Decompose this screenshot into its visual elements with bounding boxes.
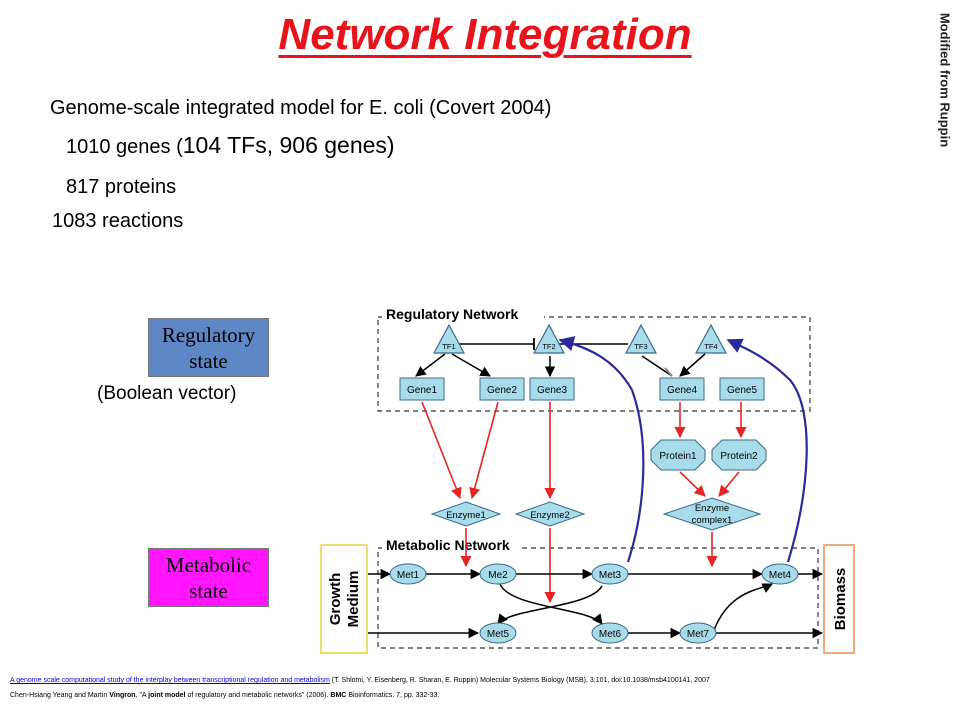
gene2-label: Gene2 xyxy=(487,385,517,396)
metabolic-state-box: Metabolic state xyxy=(148,548,269,607)
genes-count: 1010 genes ( xyxy=(66,136,183,158)
reactions-line: 1083 reactions xyxy=(52,210,184,232)
reference-2-title-bold: joint model xyxy=(148,692,186,699)
reference-2: Chen-Hsiang Yeang and Martin Vingron, "A… xyxy=(10,692,439,699)
metabolic-network-frame xyxy=(377,547,819,649)
gene1-label: Gene1 xyxy=(407,385,437,396)
tf3-gene4-line xyxy=(641,355,673,377)
attribution-note: Modified from Ruppin xyxy=(937,12,953,148)
enzyme1-label: Enzyme1 xyxy=(446,510,486,521)
gene1-box: Gene1 xyxy=(399,377,445,401)
tf1-label: TF1 xyxy=(442,342,455,351)
met3-met5-arrow xyxy=(497,585,603,625)
genes-line: 1010 genes (104 TFs, 906 genes) xyxy=(66,132,395,159)
met4-node: Met4 xyxy=(761,563,799,585)
biomass-box xyxy=(823,544,855,654)
tf4-icon: TF4 xyxy=(694,323,728,354)
tf2-icon: TF2 xyxy=(532,323,566,354)
regulatory-label-bg xyxy=(382,304,544,324)
reference-1: A genome scale computational study of th… xyxy=(10,677,710,684)
reference-2-author-bold: Vingron xyxy=(109,692,136,699)
met6-node: Met6 xyxy=(591,622,629,644)
metabolic-network-label: Metabolic Network xyxy=(386,537,510,553)
gene5-label: Gene5 xyxy=(727,385,757,396)
met4-label: Met4 xyxy=(769,570,792,581)
tf1-gene2-arrow xyxy=(451,353,491,377)
tf1-gene1-arrow xyxy=(415,353,446,377)
network-diagram: Regulatory Network Metabolic Network Gro… xyxy=(320,304,855,654)
reference-2-part-g: Bioinformatics. 7, pp. 332-33. xyxy=(346,692,440,699)
tf3-gene4-inhibit xyxy=(664,367,673,377)
reference-2-part-c: , "A xyxy=(135,692,149,699)
me2-node: Me2 xyxy=(479,563,517,585)
metabolic-label-bg xyxy=(382,535,522,555)
growth-medium-line1: Growth xyxy=(327,573,344,626)
complex-label-line1: Enzyme xyxy=(695,503,729,514)
me2-label: Me2 xyxy=(488,570,508,581)
met1-node: Met1 xyxy=(389,563,427,585)
gene2-enzyme1-arrow xyxy=(469,401,499,500)
reference-1-details: (T. Shlomi, Y. Eisenberg, R. Sharan, E. … xyxy=(329,677,710,684)
gene4-label: Gene4 xyxy=(667,385,697,396)
regulatory-network-frame xyxy=(377,316,811,412)
gene2-box: Gene2 xyxy=(479,377,525,401)
biomass-label: Biomass xyxy=(832,568,849,631)
gene5-box: Gene5 xyxy=(719,377,765,401)
regulatory-state-line2: state xyxy=(189,349,228,373)
protein2-octagon: Protein2 xyxy=(711,439,767,471)
metabolic-state-line2: state xyxy=(189,579,228,603)
tf1-icon: TF1 xyxy=(432,323,466,354)
growth-medium-box xyxy=(320,544,368,654)
met4-tf4-feedback-arrow xyxy=(726,338,808,563)
reference-2-authors: Chen-Hsiang Yeang and Martin xyxy=(10,692,110,699)
regulatory-state-line1: Regulatory xyxy=(161,323,256,347)
enzyme1-diamond: Enzyme1 xyxy=(430,501,502,527)
regulatory-network-label: Regulatory Network xyxy=(386,306,518,322)
reference-2-journal-bold: BMC xyxy=(330,692,347,699)
gene3-label: Gene3 xyxy=(537,385,567,396)
protein1-label: Protein1 xyxy=(659,451,697,462)
protein2-complex-arrow xyxy=(718,471,740,497)
gene4-box: Gene4 xyxy=(659,377,705,401)
tf4-label: TF4 xyxy=(704,342,717,351)
met3-tf2-feedback-arrow xyxy=(558,336,645,563)
gene1-enzyme1-arrow xyxy=(421,401,462,500)
regulatory-state-box: Regulatory state xyxy=(148,318,269,377)
enzyme-complex-diamond: Enzyme complex1 xyxy=(662,497,762,531)
complex-label-line2: complex1 xyxy=(692,515,733,526)
tf2-label: TF2 xyxy=(542,342,555,351)
enzyme2-diamond: Enzyme2 xyxy=(514,501,586,527)
protein1-octagon: Protein1 xyxy=(650,439,706,471)
met7-label: Met7 xyxy=(687,629,710,640)
genes-breakdown: 104 TFs, 906 genes) xyxy=(182,132,395,158)
enzyme2-label: Enzyme2 xyxy=(530,510,570,521)
gene3-box: Gene3 xyxy=(529,377,575,401)
reference-2-part-e: of regulatory and metabolic networks" (2… xyxy=(185,692,331,699)
metabolic-state-line1: Metabolic xyxy=(165,553,252,577)
protein1-complex-arrow xyxy=(679,471,706,497)
reference-1-link[interactable]: A genome scale computational study of th… xyxy=(10,677,330,684)
tf3-label: TF3 xyxy=(634,342,647,351)
met5-node: Met5 xyxy=(479,622,517,644)
met3-node: Met3 xyxy=(591,563,629,585)
proteins-line: 817 proteins xyxy=(66,176,177,198)
protein2-label: Protein2 xyxy=(720,451,758,462)
me2-met6-arrow xyxy=(499,583,603,625)
tf3-icon: TF3 xyxy=(624,323,658,354)
met5-label: Met5 xyxy=(487,629,510,640)
boolean-vector-label: (Boolean vector) xyxy=(97,383,237,404)
page-title: Network Integration xyxy=(278,10,692,59)
tf4-gene4-arrow xyxy=(679,353,706,377)
met6-label: Met6 xyxy=(599,629,622,640)
met1-label: Met1 xyxy=(397,570,420,581)
met3-label: Met3 xyxy=(599,570,622,581)
model-description: Genome-scale integrated model for E. col… xyxy=(50,97,552,119)
growth-medium-line2: Medium xyxy=(345,571,362,628)
met7-node: Met7 xyxy=(679,622,717,644)
met7-met4-arrow xyxy=(713,583,773,631)
